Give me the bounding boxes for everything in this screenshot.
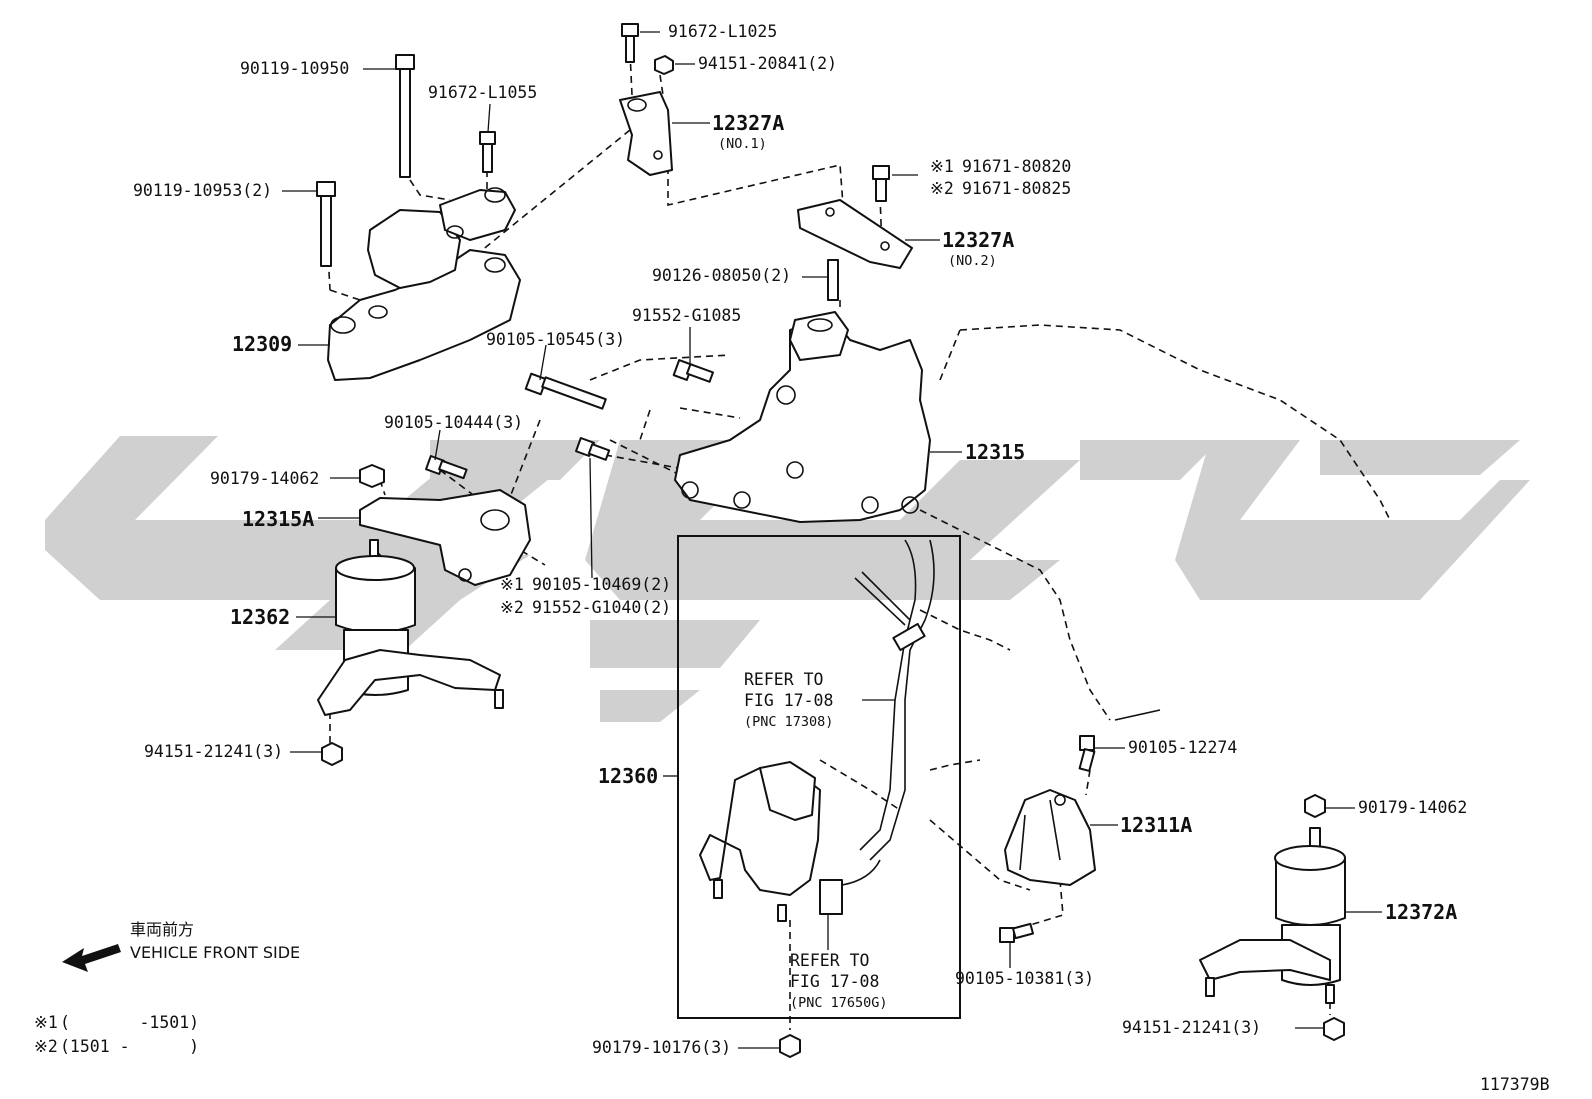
label-12327A-no2-sub: (NO.2) (948, 253, 997, 269)
label-90105-10444: 90105-10444(3) (384, 413, 523, 432)
mount-12372A (1199, 794, 1346, 1004)
label-94151-20841: 94151-20841(2) (698, 54, 837, 73)
label-90179-10176: 90179-10176(3) (592, 1038, 731, 1057)
label-90105-10469: 90105-10469(2) (532, 575, 671, 594)
bolt-90119-10953-icon (316, 181, 336, 267)
diagram-id: 117379B (1480, 1075, 1550, 1094)
note-2-text: (1501 - ) (60, 1037, 199, 1056)
refer-b-line2: FIG 17-08 (790, 972, 879, 991)
label-12315: 12315 (965, 440, 1025, 464)
label-12362: 12362 (230, 605, 290, 629)
nut-94151-21241-b-icon (1323, 1017, 1345, 1041)
label-90179-14062-a: 90179-14062 (210, 469, 319, 488)
label-90119-10953: 90119-10953(2) (133, 181, 272, 200)
refer-b-line1: REFER TO (790, 951, 869, 970)
label-12311A: 12311A (1120, 813, 1192, 837)
mark-1-b: ※1 (500, 575, 524, 594)
assembly-box-12360 (677, 535, 961, 1019)
mount-12309 (327, 187, 521, 381)
label-12327A-no2: 12327A (942, 228, 1014, 252)
bolt-90105-10469-icon (575, 437, 611, 461)
label-90179-14062-b: 90179-14062 (1358, 798, 1467, 817)
label-12309: 12309 (232, 332, 292, 356)
mount-12362 (317, 539, 504, 716)
nut-94151-20841-icon (654, 55, 674, 75)
nut-90179-14062-a-icon (359, 464, 385, 488)
vehicle-front-jp: 車両前方 (130, 920, 194, 939)
note-1-mark: ※1 (34, 1013, 58, 1032)
bolt-90105-10444-icon (425, 455, 468, 480)
bracket-12315 (674, 311, 931, 523)
bolt-90119-10950-icon (395, 54, 415, 178)
refer-a-line1: REFER TO (744, 670, 823, 689)
label-91552-G1085: 91552-G1085 (632, 306, 741, 325)
bolt-91671-icon (872, 165, 890, 202)
vehicle-front-arrow-icon (62, 944, 121, 972)
label-12315A: 12315A (242, 507, 314, 531)
label-94151-21241-b: 94151-21241(3) (1122, 1018, 1261, 1037)
bolt-91672-L1055-icon (479, 131, 496, 173)
nut-94151-21241-a-icon (321, 742, 343, 766)
label-12360: 12360 (598, 764, 658, 788)
label-91552-G1040: 91552-G1040(2) (532, 598, 671, 617)
refer-b-line3: (PNC 17650G) (790, 995, 888, 1011)
note-2-mark: ※2 (34, 1037, 58, 1056)
bracket-12327A-no2 (797, 199, 913, 269)
bracket-12327A-no1 (619, 91, 673, 176)
label-91672-L1055: 91672-L1055 (428, 83, 537, 102)
leader-lines (282, 31, 1382, 1049)
bolt-91672-L1025-icon (621, 23, 639, 63)
bracket-12315A (359, 489, 531, 586)
stud-90126-icon (827, 259, 839, 301)
bolt-90105-10381-icon (999, 922, 1034, 943)
mark-2-b: ※2 (500, 598, 524, 617)
bolt-90105-12274-icon (1078, 735, 1096, 772)
label-90105-10381: 90105-10381(3) (955, 969, 1094, 988)
label-90119-10950: 90119-10950 (240, 59, 349, 78)
label-12327A-no1-sub: (NO.1) (718, 136, 767, 152)
label-94151-21241-a: 94151-21241(3) (144, 742, 283, 761)
mark-2-a: ※2 (930, 179, 954, 198)
label-90105-10545: 90105-10545(3) (486, 330, 625, 349)
label-90126-08050: 90126-08050(2) (652, 266, 791, 285)
vehicle-front-en: VEHICLE FRONT SIDE (130, 943, 300, 962)
note-1-text: ( -1501) (60, 1013, 199, 1032)
refer-a-line3: (PNC 17308) (744, 714, 833, 730)
bracket-12311A (1004, 789, 1096, 886)
label-91672-L1025: 91672-L1025 (668, 22, 777, 41)
refer-a-line2: FIG 17-08 (744, 691, 833, 710)
part-labels: 91672-L1025 94151-20841(2) 90119-10950 9… (34, 22, 1550, 1094)
label-91671-80820: 91671-80820 (962, 157, 1071, 176)
label-90105-12274: 90105-12274 (1128, 738, 1237, 757)
bolt-91552-G1085-icon (672, 359, 714, 383)
label-12327A-no1: 12327A (712, 111, 784, 135)
mark-1-a: ※1 (930, 157, 954, 176)
label-91671-80825: 91671-80825 (962, 179, 1071, 198)
nut-90179-10176-icon (779, 1034, 801, 1058)
label-12372A: 12372A (1385, 900, 1457, 924)
bolt-90105-10545-icon (524, 372, 607, 410)
